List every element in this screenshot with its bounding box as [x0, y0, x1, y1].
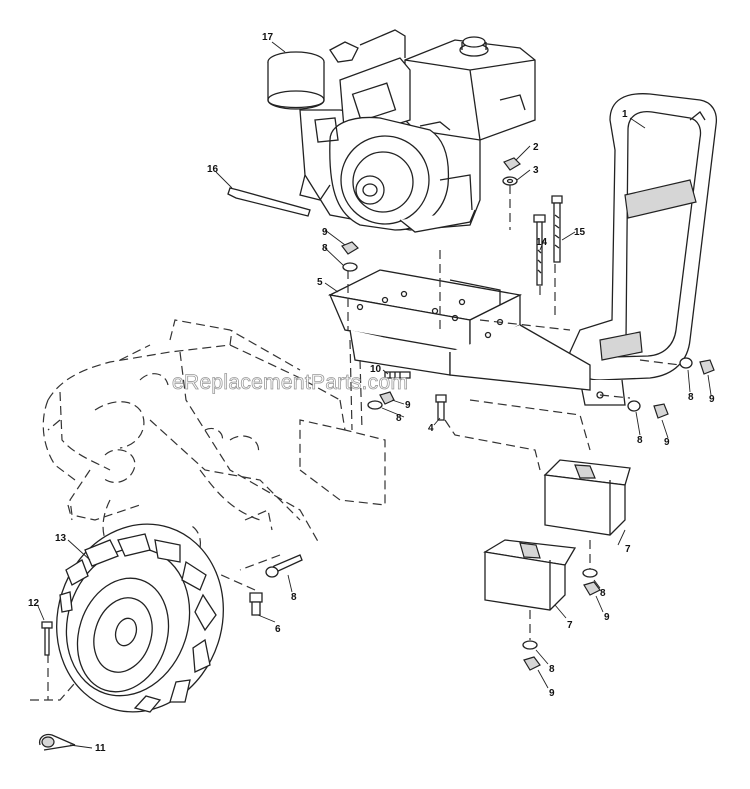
callout-12: 12 — [28, 598, 40, 609]
callout-13: 13 — [55, 533, 67, 544]
assembly-lines — [30, 185, 681, 701]
callout-16: 16 — [207, 164, 219, 175]
tire-and-wheel — [56, 523, 224, 713]
callout-14: 14 — [536, 237, 548, 248]
callout-6: 6 — [275, 624, 281, 635]
callout-9-right-b: 9 — [664, 437, 670, 448]
hardware — [38, 157, 715, 751]
callout-17: 17 — [262, 32, 274, 43]
callout-9-weights-b: 9 — [549, 688, 555, 699]
callout-7-lower: 7 — [567, 620, 573, 631]
callout-8-right-b: 8 — [637, 435, 643, 446]
callout-9-right-a: 9 — [709, 394, 715, 405]
callout-3: 3 — [533, 165, 539, 176]
callout-5: 5 — [317, 277, 323, 288]
callout-8-bolt: 8 — [291, 592, 297, 603]
handle-bracket — [569, 93, 718, 406]
callout-15: 15 — [574, 227, 586, 238]
callout-7-upper: 7 — [625, 544, 631, 555]
callout-8-weights-b: 8 — [549, 664, 555, 675]
callout-11: 11 — [95, 743, 106, 754]
callout-9-mid: 9 — [405, 400, 411, 411]
callout-9-weights-a: 9 — [604, 612, 610, 623]
callout-1: 1 — [622, 109, 628, 120]
callout-8-top: 8 — [322, 243, 328, 254]
callout-labels: 17 1 2 3 16 9 8 14 15 5 10 9 8 4 8 9 8 9… — [28, 32, 715, 754]
weight-lower — [483, 539, 577, 611]
leader-lines — [37, 41, 712, 749]
callout-4: 4 — [428, 423, 434, 434]
callout-8-mid: 8 — [396, 413, 402, 424]
mount-plate — [327, 269, 591, 391]
callout-2: 2 — [533, 142, 539, 153]
callout-10: 10 — [370, 364, 382, 375]
callout-8-right-a: 8 — [688, 392, 694, 403]
callout-9-top: 9 — [322, 227, 328, 238]
watermark: eReplacementParts.com — [172, 371, 408, 394]
engine — [267, 29, 536, 233]
tiller-frame-outline — [42, 319, 386, 561]
callout-8-weights-a: 8 — [600, 588, 606, 599]
weight-upper — [543, 459, 631, 536]
